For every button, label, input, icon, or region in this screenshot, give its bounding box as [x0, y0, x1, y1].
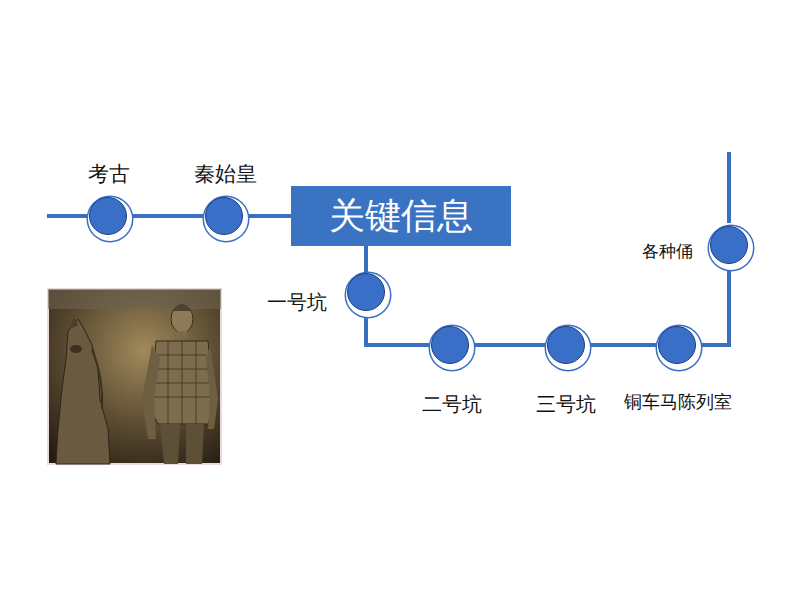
connector-line	[364, 246, 368, 273]
box-title: 关键信息	[329, 196, 473, 236]
lead-in-line	[47, 214, 92, 218]
station-label: 二号坑	[422, 393, 482, 415]
station-label: 铜车马陈列室	[624, 392, 732, 412]
station-circle: 考古	[89, 197, 127, 235]
station-label: 各种俑	[642, 242, 693, 261]
station-circle: 一号坑	[347, 273, 385, 311]
terracotta-photo	[48, 289, 221, 464]
key-box: 关键信息	[291, 186, 511, 246]
station-circle: 秦始皇	[205, 197, 243, 235]
station-circle: 铜车马陈列室	[658, 326, 696, 364]
station-circle: 三号坑	[547, 326, 585, 364]
station-circle: 各种俑	[710, 226, 748, 264]
station-label: 三号坑	[536, 393, 596, 415]
connector-line	[243, 214, 291, 218]
station-circle: 二号坑	[431, 326, 469, 364]
connector-line	[127, 214, 205, 218]
station-label: 考古	[88, 163, 130, 186]
connector-line	[469, 343, 547, 347]
lead-out-line	[727, 152, 731, 223]
station-label: 一号坑	[267, 291, 327, 313]
station-label: 秦始皇	[194, 163, 257, 186]
connector-line	[366, 311, 431, 345]
connector-line	[585, 343, 658, 347]
connector-line	[696, 264, 729, 345]
